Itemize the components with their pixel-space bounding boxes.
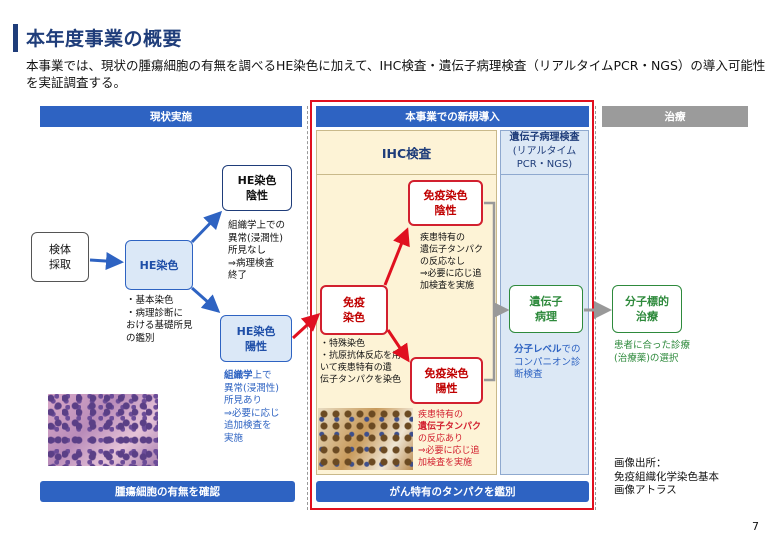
header-current: 現状実施 xyxy=(40,106,302,127)
genetic-title-sub: (リアルタイム PCR・NGS) xyxy=(512,145,577,171)
he-stain-micrograph xyxy=(48,394,158,466)
arrow-he-positive xyxy=(191,286,221,313)
image-source: 画像出所： 免疫組織化学染色基本 画像アトラス xyxy=(614,457,719,496)
he-positive-box: HE染色 陽性 xyxy=(220,315,292,362)
he-negative-box: HE染色 陰性 xyxy=(222,165,292,211)
immuno-negative-box: 免疫染色 陰性 xyxy=(408,180,483,226)
genetic-notes-rest: での コンパニオン診 断検査 xyxy=(514,344,581,380)
header-treatment: 治療 xyxy=(602,106,748,127)
bracket-immuno xyxy=(484,201,496,382)
immuno-stain-box: 免疫 染色 xyxy=(320,285,388,335)
genetic-title: 遺伝子病理検査 (リアルタイム PCR・NGS) xyxy=(500,130,589,175)
genetic-title-main: 遺伝子病理検査 xyxy=(509,132,580,143)
he-notes: ・基本染色 ・病理診断に おける基礎所見 の鑑別 xyxy=(126,295,193,344)
arrow-immuno-negative xyxy=(383,227,410,286)
genetic-notes-bold: 分子レベル xyxy=(514,344,562,355)
arrow-specimen-he xyxy=(89,252,124,271)
immuno-positive-box: 免疫染色 陽性 xyxy=(410,357,483,404)
molecular-notes: 患者に合った診療 (治療薬)の選択 xyxy=(614,340,691,364)
immuno-notes: ・特殊染色 ・抗原抗体反応を用 いて疾患特有の遺 伝子タンパクを染色 xyxy=(320,339,402,385)
arrow-he-immuno xyxy=(291,312,321,340)
he-stain-box: HE染色 xyxy=(125,240,193,290)
arrow-immuno-positive xyxy=(386,329,410,363)
header-new: 本事業での新規導入 xyxy=(316,106,589,127)
immuno-positive-notes-b: 遺伝子タンパク xyxy=(418,422,482,432)
he-positive-notes: 組織学上で 異常(浸潤性) 所見あり ⇒必要に応じ 追加検査を 実施 xyxy=(224,370,302,445)
specimen-box: 検体 採取 xyxy=(31,232,89,282)
title-accent-bar xyxy=(13,24,18,52)
genetic-box: 遺伝子 病理 xyxy=(509,285,583,333)
separator-left xyxy=(307,106,308,510)
arrow-he-negative xyxy=(190,210,223,244)
footer-current: 腫瘍細胞の有無を確認 xyxy=(40,481,295,502)
he-negative-notes: 組織学上での 異常(浸潤性) 所見なし ⇒病理検査 終了 xyxy=(228,220,286,281)
ihc-title: IHC検査 xyxy=(316,130,497,175)
footer-new: がん特有のタンパクを鑑別 xyxy=(316,481,589,502)
page-number: 7 xyxy=(752,520,759,533)
immuno-positive-notes-c: の反応あり ⇒必要に応じ追 加検査を実施 xyxy=(418,434,480,468)
genetic-notes: 分子レベルでの コンパニオン診 断検査 xyxy=(514,344,590,382)
molecular-box: 分子標的 治療 xyxy=(612,285,682,333)
new-section-frame xyxy=(310,100,594,510)
immuno-negative-notes: 疾患特有の 遺伝子タンパク の反応なし ⇒必要に応じ追 加検査を実施 xyxy=(420,233,484,291)
immuno-positive-notes: 疾患特有の遺伝子タンパクの反応あり ⇒必要に応じ追 加検査を実施 xyxy=(418,409,498,469)
lead-text: 本事業では、現状の腫瘍細胞の有無を調べるHE染色に加えて、IHC検査・遺伝子病理… xyxy=(26,58,766,90)
ihc-micrograph xyxy=(318,408,413,470)
immuno-positive-notes-a: 疾患特有の xyxy=(418,410,464,420)
he-positive-notes-bold: 組織学 xyxy=(224,370,253,381)
he-positive-notes-rest: 上で 異常(浸潤性) 所見あり ⇒必要に応じ 追加検査を 実施 xyxy=(224,370,280,444)
page-title: 本年度事業の概要 xyxy=(26,28,183,50)
